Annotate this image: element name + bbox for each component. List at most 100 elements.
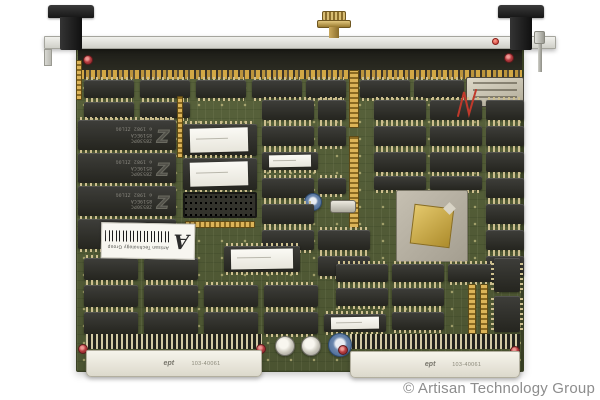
component-dip (262, 201, 314, 227)
red-screw (78, 344, 88, 354)
component-dipv (491, 296, 523, 332)
component-dip (392, 309, 444, 333)
component-dip (486, 175, 524, 201)
component-eprom2 (324, 311, 386, 335)
component-dip (144, 309, 198, 337)
white-chip-label (330, 316, 380, 330)
connector-pin-field (86, 334, 262, 349)
component-goldv (177, 96, 183, 158)
component-dip (204, 309, 258, 337)
component-dip (204, 282, 258, 310)
round-trimmer (301, 336, 321, 356)
component-dip (392, 285, 444, 309)
component-dip (486, 123, 524, 149)
standoff-cylinder (534, 31, 545, 44)
barcode-inventory-label: A Artisan Technology Group (100, 222, 196, 260)
empty-dip-socket (183, 192, 257, 218)
component-goldv (480, 284, 488, 334)
red-wire-jumper (457, 89, 477, 118)
component-goldv (468, 284, 476, 334)
vme-connector-p2: ept 103-40061 (350, 351, 520, 378)
component-dip (252, 77, 302, 101)
front-panel (44, 36, 556, 49)
component-dip (486, 149, 524, 175)
vme-connector-p1: ept 103-40061 (86, 350, 262, 377)
component-dip (264, 309, 318, 337)
component-dip (264, 282, 318, 310)
component-dip (360, 77, 410, 101)
component-dip (84, 77, 134, 101)
component-dip (318, 175, 346, 197)
zilog-logo: Z (156, 125, 169, 146)
component-eprom2 (262, 149, 318, 173)
panel-connector-housing (365, 51, 409, 69)
component-dip (262, 123, 314, 149)
panel-connector-housing (90, 51, 134, 69)
component-dip (374, 123, 426, 149)
panel-socket-strip (78, 49, 522, 71)
component-dip (430, 123, 482, 149)
ejector-handle-right-stem (510, 17, 532, 50)
component-dip (306, 77, 346, 101)
component-dip (196, 77, 246, 101)
component-dip (318, 123, 346, 149)
red-screw (504, 53, 514, 63)
ejector-handle-left (48, 5, 94, 18)
component-dip (374, 149, 426, 175)
component-dip (318, 227, 370, 253)
component-dip (318, 97, 346, 123)
panel-tab (44, 49, 52, 66)
component-dip (144, 255, 198, 283)
connector-brand: ept (424, 361, 436, 368)
component-dipv (491, 258, 523, 292)
component-dip (486, 97, 524, 123)
component-dip (430, 149, 482, 175)
panel-led (492, 38, 499, 45)
panel-connector-housing (310, 51, 354, 69)
connector-brand: ept (163, 360, 175, 367)
panel-connector-housing (255, 51, 299, 69)
component-goldv (349, 70, 359, 128)
component-dip (84, 282, 138, 310)
component-dip (430, 173, 482, 193)
component-dip (262, 175, 314, 201)
ejector-handle-right (498, 5, 544, 18)
ejector-handle-left-stem (60, 17, 82, 50)
connector-part-number: 103-40061 (452, 361, 482, 368)
guide-pin (538, 44, 542, 72)
component-dip (486, 201, 524, 227)
component-dip (336, 285, 388, 309)
round-trimmer (275, 336, 295, 356)
component-goldh (185, 221, 255, 228)
white-chip-label (189, 127, 249, 153)
component-dip (262, 97, 314, 123)
component-goldv (349, 136, 359, 228)
eprom-white-label (183, 155, 257, 193)
connector-pin-field (350, 334, 520, 349)
panel-connector-housing (145, 51, 189, 69)
panel-connector-housing (200, 51, 244, 69)
panel-connector-housing (420, 51, 464, 69)
component-dip (448, 261, 500, 285)
red-screw (338, 345, 348, 355)
component-eprom2 (224, 243, 300, 275)
component-dip (392, 261, 444, 285)
zilog-logo: Z (156, 191, 169, 212)
eprom-white-label (183, 121, 257, 159)
crystal-oscillator (330, 200, 356, 213)
component-dip (336, 261, 388, 285)
termination-gold-row (80, 70, 522, 79)
red-screw (83, 55, 93, 65)
component-dip (144, 282, 198, 310)
component-dip (84, 99, 134, 121)
artisan-logo-icon: A (173, 229, 190, 254)
watermark-text: © Artisan Technology Group (403, 380, 595, 397)
barcode-icon (104, 230, 170, 243)
